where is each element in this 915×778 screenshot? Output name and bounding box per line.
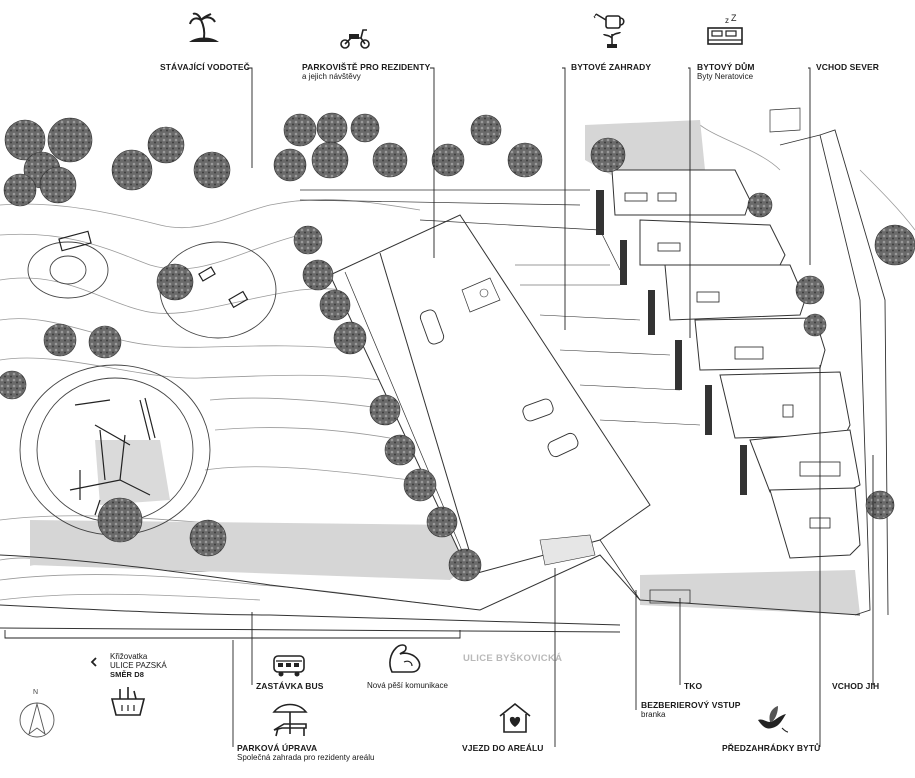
label-parkoviste-sub: a jejich návštěvy [302,72,361,81]
label-predzahradky-title: PŘEDZAHRÁDKY BYTŮ [722,743,821,753]
label-parkova-uprava-sub: Společná zahrada pro rezidenty areálu [237,753,375,762]
label-vchod-jih: VCHOD JIH [832,681,879,691]
label-tko-title: TKO [684,681,703,691]
label-vodotec: STÁVAJÍCÍ VODOTEČ [160,62,250,72]
label-pesi-komunikace-text: Nová pěší komunikace [367,681,448,690]
chevron-left-icon [90,657,97,667]
svg-text:z: z [725,16,729,25]
label-bezbarierovy-vstup-sub: branka [641,710,666,719]
label-vchod-sever-title: VCHOD SEVER [816,62,879,72]
bed-icon: z Z [707,14,743,45]
label-zahrady-title: BYTOVÉ ZAHRADY [571,62,652,72]
label-krizovatka-line3: SMĚR D8 [110,670,145,679]
label-tko: TKO [684,681,702,691]
palm-island-icon [189,12,219,42]
label-krizovatka-line1: Křižovatka [110,652,148,661]
leader-lines [4,67,874,747]
playground [58,230,249,516]
label-predzahradky: PŘEDZAHRÁDKY BYTŮ [722,743,820,753]
cars [419,309,579,458]
label-vodotec-title: STÁVAJÍCÍ VODOTEČ [160,62,250,72]
label-krizovatka-line2: ULICE PAZSKÁ [110,661,167,670]
label-zastavka-bus-title: ZASTÁVKA BUS [256,681,324,691]
street-label: ULICE BYŠKOVICKÁ [463,653,563,664]
label-parkoviste: PARKOVIŠTĚ PRO REZIDENTY a jejich návště… [302,62,430,82]
label-bezbarierovy-vstup: BEZBERIEROVÝ VSTUP branka [641,700,741,720]
scooter-icon [340,29,370,49]
label-parkoviste-title: PARKOVIŠTĚ PRO REZIDENTY [302,62,431,72]
label-dum: BYTOVÝ DŮM Byty Neratovice [697,62,755,82]
dove-icon [758,706,789,733]
svg-text:Z: Z [731,14,737,23]
label-vjezd: VJEZD DO AREÁLU [462,743,543,753]
label-dum-title: BYTOVÝ DŮM [697,62,755,72]
shopping-basket-icon [110,687,146,716]
label-zastavka-bus: ZASTÁVKA BUS [256,681,323,691]
label-parkova-uprava-title: PARKOVÁ ÚPRAVA [237,743,318,753]
strong-arm-icon [389,644,421,673]
north-label: N [33,689,39,696]
label-pesi-komunikace: Nová pěší komunikace [367,681,448,691]
north-arrow-icon [19,702,55,738]
apartment-buildings [596,169,861,559]
label-parkova-uprava: PARKOVÁ ÚPRAVA Společná zahrada pro rezi… [237,743,374,763]
shadows [30,120,860,615]
watering-can-icon [593,13,625,48]
label-krizovatka: Křižovatka ULICE PAZSKÁ SMĚR D8 [110,652,167,679]
label-zahrady: BYTOVÉ ZAHRADY [571,62,651,72]
label-bezbarierovy-vstup-title: BEZBERIEROVÝ VSTUP [641,700,741,710]
label-dum-sub: Byty Neratovice [697,72,754,81]
bus-icon [273,655,305,677]
house-heart-icon [499,702,531,733]
label-vjezd-title: VJEZD DO AREÁLU [462,743,544,753]
label-vchod-jih-title: VCHOD JIH [832,681,880,691]
label-vchod-sever: VCHOD SEVER [816,62,879,72]
sun-lounger-icon [272,703,308,737]
trees [0,112,915,582]
